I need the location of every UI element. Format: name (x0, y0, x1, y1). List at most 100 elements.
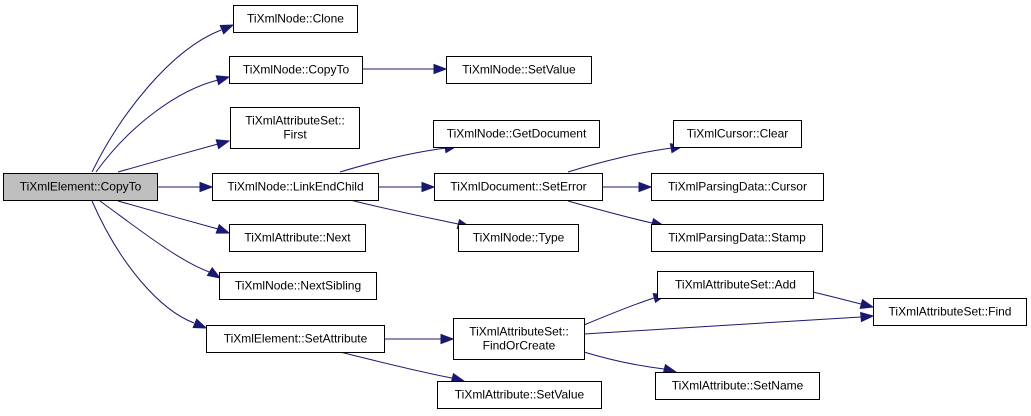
node-box[interactable] (446, 56, 592, 84)
edge-arrowhead (860, 311, 875, 323)
node-label: TiXmlAttributeSet::Add (675, 278, 796, 292)
node-label: TiXmlNode::Type (473, 231, 565, 245)
edge-arrowhead (638, 181, 653, 193)
node-first[interactable]: TiXmlAttributeSet::First (230, 107, 360, 149)
edge-arrowhead (440, 333, 455, 345)
edge-line (567, 200, 653, 224)
edges (91, 24, 875, 384)
node-pdcursor[interactable]: TiXmlParsingData::Cursor (651, 173, 824, 201)
node-findorcreate[interactable]: TiXmlAttributeSet::FindOrCreate (453, 318, 585, 360)
node-box[interactable] (434, 173, 603, 201)
node-box[interactable] (458, 224, 579, 252)
node-label: FindOrCreate (483, 339, 556, 353)
node-type[interactable]: TiXmlNode::Type (458, 224, 579, 252)
node-box[interactable] (655, 372, 820, 400)
edge-linkendchild-to-type (349, 199, 472, 230)
node-label: TiXmlAttributeSet:: (469, 325, 569, 339)
node-label: TiXmlAttribute::SetName (672, 379, 804, 393)
edge-findorcreate-to-asadd (583, 292, 668, 326)
edge-line (95, 79, 219, 173)
edge-line (339, 351, 453, 379)
node-label: First (283, 128, 307, 142)
node-setname[interactable]: TiXmlAttribute::SetName (655, 372, 820, 400)
node-setattribute[interactable]: TiXmlElement::SetAttribute (206, 325, 385, 353)
node-box[interactable] (437, 381, 602, 409)
node-label: TiXmlNode::CopyTo (243, 63, 350, 77)
edge-line (583, 297, 655, 326)
node-label: TiXmlElement::SetAttribute (224, 332, 368, 346)
edge-seterror-to-pdcursor (602, 181, 653, 193)
node-label: TiXmlNode::Clone (247, 12, 344, 26)
node-box[interactable] (212, 173, 379, 201)
node-box[interactable] (433, 120, 600, 148)
node-box[interactable] (873, 298, 1027, 326)
edge-arrowhead (215, 75, 231, 86)
edge-line (583, 351, 665, 370)
edge-root-to-nextsibling (99, 200, 222, 279)
edge-arrowhead (421, 181, 436, 193)
node-label: TiXmlNode::GetDocument (447, 127, 587, 141)
edge-line (567, 147, 673, 173)
node-label: TiXmlNode::LinkEndChild (227, 180, 363, 194)
edge-line (339, 147, 447, 173)
node-label: TiXmlParsingData::Stamp (668, 231, 806, 245)
node-box[interactable] (233, 5, 358, 33)
node-label: TiXmlCursor::Clear (687, 127, 789, 141)
node-label: TiXmlParsingData::Cursor (668, 180, 807, 194)
edge-root-to-first (117, 139, 231, 173)
edge-line (349, 199, 459, 225)
edge-arrowhead (219, 24, 235, 35)
node-copyto[interactable]: TiXmlNode::CopyTo (229, 56, 363, 84)
node-cursorclear[interactable]: TiXmlCursor::Clear (673, 120, 802, 148)
node-box[interactable] (229, 56, 363, 84)
node-clone[interactable]: TiXmlNode::Clone (233, 5, 358, 33)
edge-line (583, 316, 862, 335)
node-box[interactable] (673, 120, 802, 148)
edge-setattribute-to-attrsetvalue (339, 351, 466, 384)
edge-arrowhead (192, 318, 208, 329)
node-box[interactable] (229, 224, 366, 252)
node-box[interactable] (657, 271, 814, 299)
edge-linkendchild-to-seterror (378, 181, 436, 193)
edge-asadd-to-asfind (812, 291, 875, 310)
edge-arrowhead (215, 139, 231, 150)
edge-line (812, 291, 862, 305)
edge-arrowhead (433, 63, 448, 75)
node-attrnext[interactable]: TiXmlAttribute::Next (229, 224, 366, 252)
node-label: TiXmlNode::SetValue (462, 63, 576, 77)
edge-line (117, 200, 219, 230)
edge-arrowhead (215, 223, 231, 234)
node-root[interactable]: TiXmlElement::CopyTo (3, 173, 158, 201)
edge-line (91, 29, 222, 173)
node-box[interactable] (219, 272, 377, 300)
edge-findorcreate-to-setname (583, 351, 678, 375)
edge-arrowhead (199, 181, 214, 193)
edge-copyto-to-setvalue_node (362, 63, 448, 75)
node-linkendchild[interactable]: TiXmlNode::LinkEndChild (212, 173, 379, 201)
nodes: TiXmlElement::CopyTo TiXmlNode::CloneTiXm… (3, 5, 1027, 409)
node-label: TiXmlNode::NextSibling (235, 279, 361, 293)
edge-seterror-to-pdstamp (567, 200, 666, 229)
node-label: TiXmlElement::CopyTo (20, 180, 142, 194)
edge-line (91, 200, 195, 324)
node-box[interactable] (651, 224, 823, 252)
node-attrsetvalue[interactable]: TiXmlAttribute::SetValue (437, 381, 602, 409)
edge-setattribute-to-findorcreate (384, 333, 455, 345)
node-getdocument[interactable]: TiXmlNode::GetDocument (433, 120, 600, 148)
node-pdstamp[interactable]: TiXmlParsingData::Stamp (651, 224, 823, 252)
edge-root-to-linkendchild (157, 181, 214, 193)
node-box[interactable] (206, 325, 385, 353)
edge-line (117, 143, 219, 173)
node-setvalue_node[interactable]: TiXmlNode::SetValue (446, 56, 592, 84)
node-asadd[interactable]: TiXmlAttributeSet::Add (657, 271, 814, 299)
node-box[interactable] (230, 107, 360, 149)
node-nextsibling[interactable]: TiXmlNode::NextSibling (219, 272, 377, 300)
node-box[interactable] (651, 173, 824, 201)
edge-findorcreate-to-asfind (583, 311, 875, 335)
node-asfind[interactable]: TiXmlAttributeSet::Find (873, 298, 1027, 326)
edge-root-to-attrnext (117, 200, 231, 234)
node-box[interactable] (3, 173, 158, 201)
node-box[interactable] (453, 318, 585, 360)
node-seterror[interactable]: TiXmlDocument::SetError (434, 173, 603, 201)
